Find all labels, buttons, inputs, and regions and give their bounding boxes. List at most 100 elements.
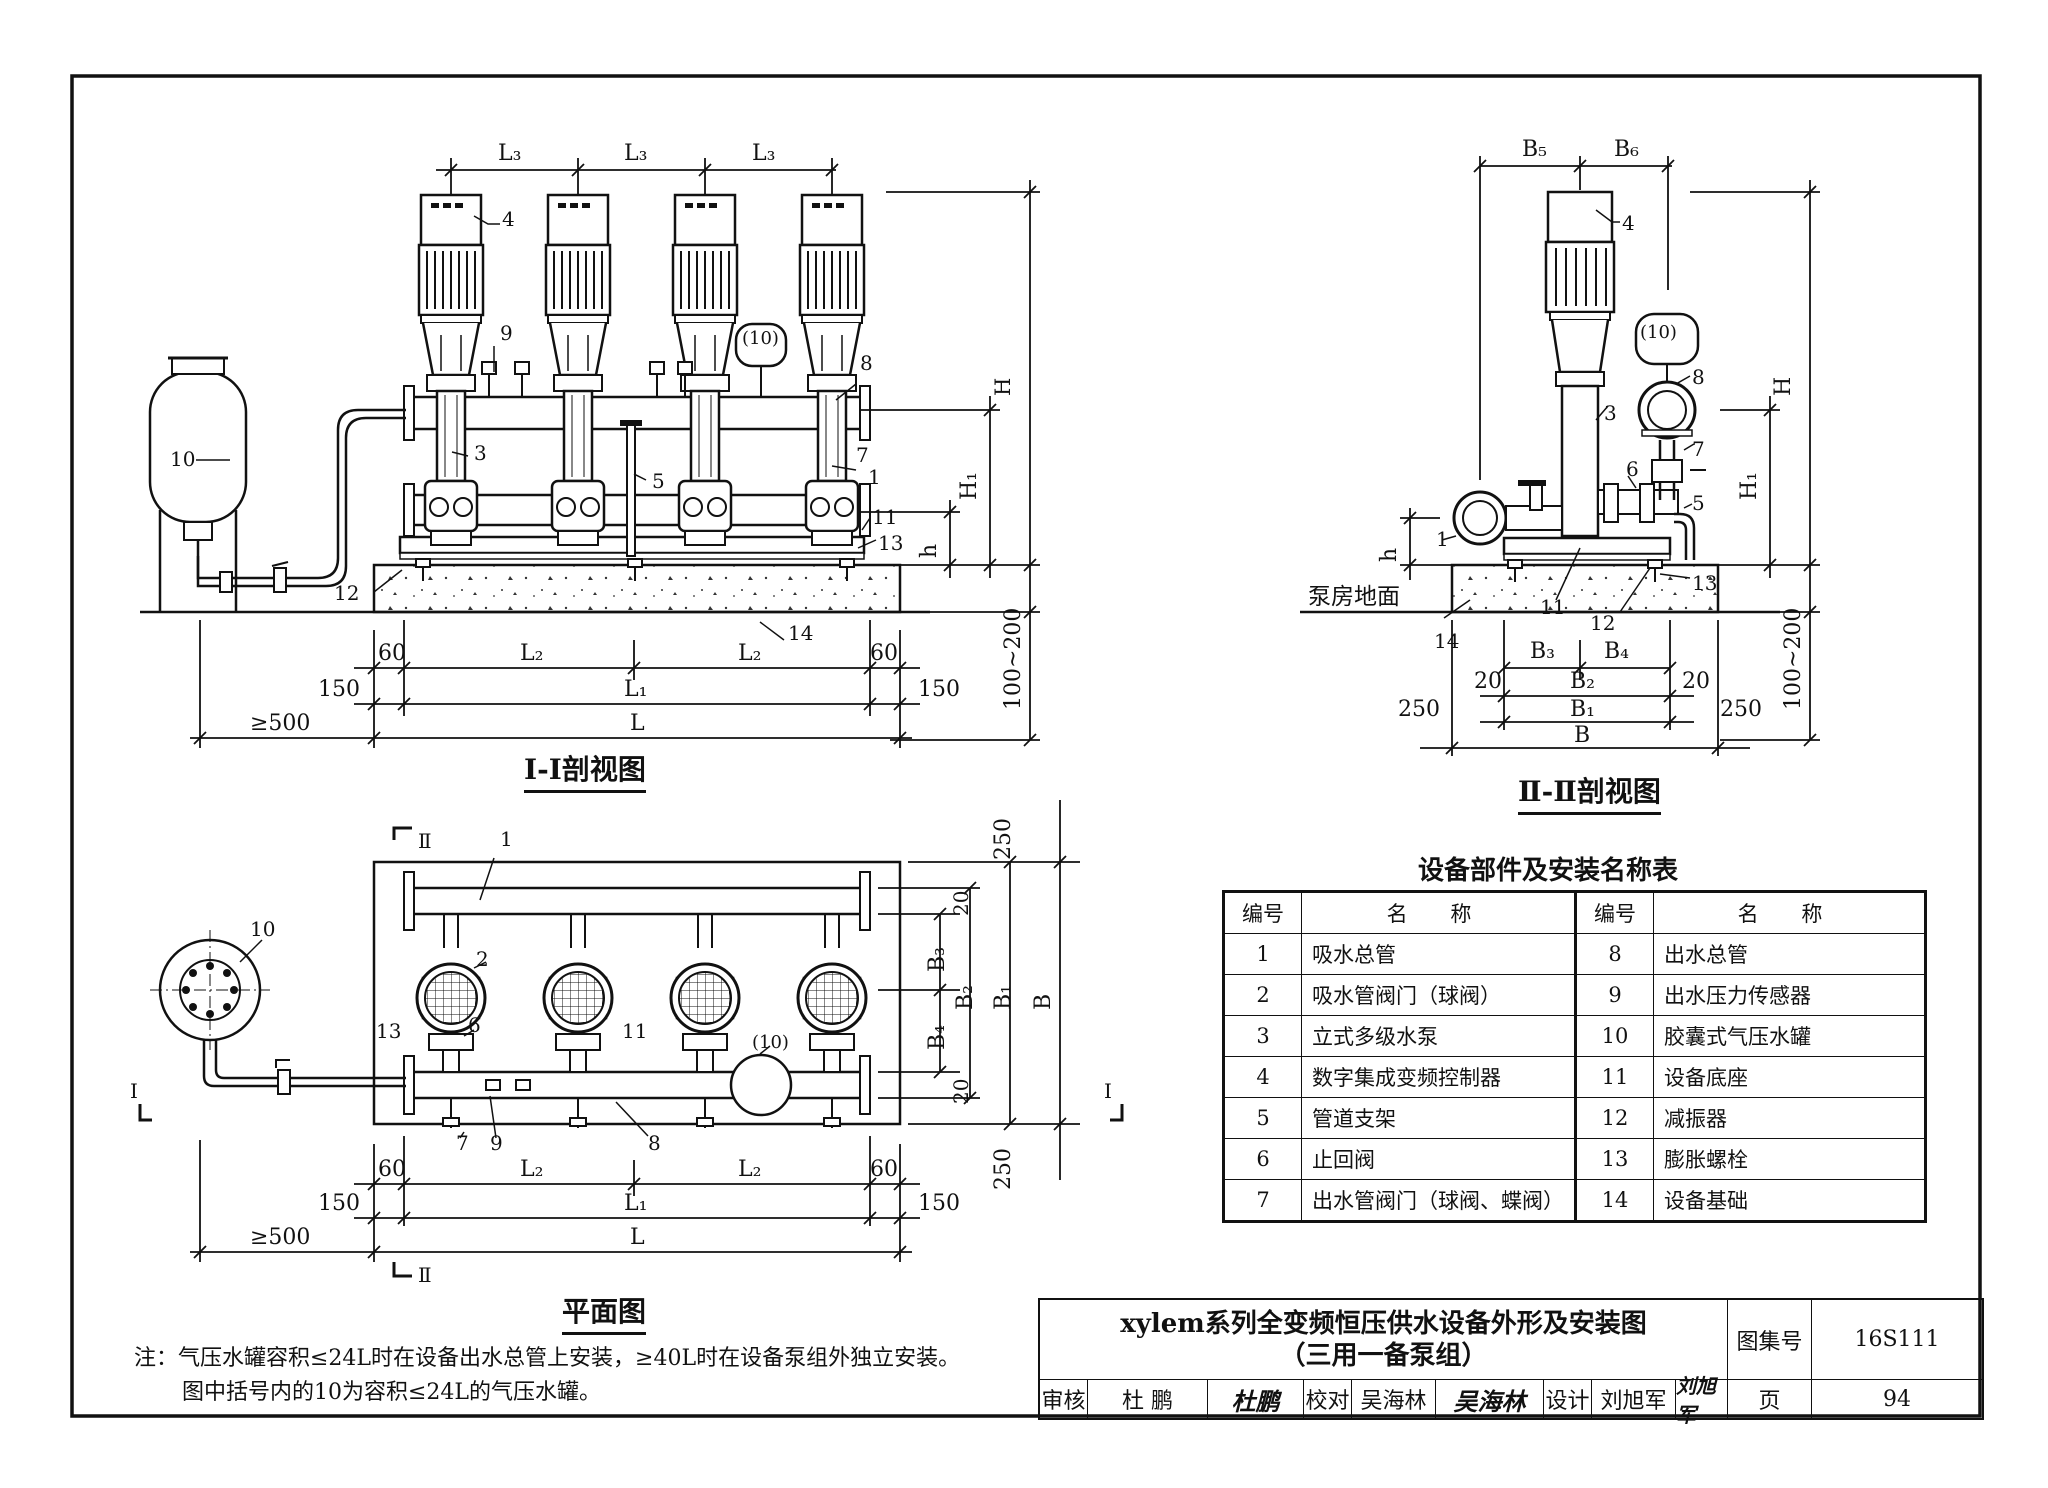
cell-name: 出水压力传感器 — [1653, 974, 1926, 1016]
section-mark-1-right: Ⅰ — [1104, 1079, 1112, 1103]
cell-no: 7 — [1223, 1179, 1302, 1222]
dim-500: ≥500 — [250, 711, 310, 736]
dim-B4-plan: B₄ — [925, 1025, 950, 1050]
dim-H: H — [991, 378, 1015, 396]
design-label: 设计 — [1544, 1380, 1592, 1420]
callout-5: 5 — [652, 469, 665, 493]
callout-5-sec2: 5 — [1692, 491, 1705, 515]
page-no: 94 — [1812, 1380, 1984, 1420]
dim-B6: B₆ — [1614, 137, 1639, 162]
callout-7: 7 — [856, 443, 869, 467]
parts-table-header: 编号 名 称 编号 名 称 — [1223, 891, 1926, 934]
callout-4: 4 — [502, 207, 515, 231]
callout-4-sec2: 4 — [1622, 211, 1635, 235]
dim-150-left: 150 — [318, 677, 360, 702]
dim-250-top-plan: 250 — [991, 818, 1016, 860]
dim-B3: B₃ — [1530, 639, 1555, 664]
dim-B: B — [1574, 723, 1590, 748]
callout-1-plan: 1 — [500, 827, 513, 851]
callout-11-sec2: 11 — [1540, 595, 1565, 619]
dim-L: L — [630, 711, 645, 736]
callout-13-sec2: 13 — [1692, 571, 1717, 595]
atlas-label: 图集号 — [1728, 1300, 1812, 1380]
cell-name: 出水管阀门（球阀、蝶阀） — [1301, 1179, 1576, 1222]
callout-6-plan: 6 — [468, 1013, 481, 1037]
dim-B3-plan: B₃ — [925, 947, 950, 972]
cell-name: 减振器 — [1653, 1097, 1926, 1139]
dim-L-plan: L — [630, 1225, 645, 1250]
dim-150-right: 150 — [918, 677, 960, 702]
check-label: 校对 — [1304, 1380, 1352, 1420]
cell-no: 1 — [1223, 933, 1302, 975]
callout-8-plan: 8 — [648, 1131, 661, 1155]
cell-name: 止回阀 — [1301, 1138, 1576, 1180]
plan-title: 平面图 — [562, 1290, 647, 1335]
dim-B2: B₂ — [1570, 669, 1595, 694]
dim-100-200-sec2: 100~200 — [1781, 608, 1806, 710]
reviewer-name: 杜 鹏 — [1088, 1380, 1208, 1420]
cell-no: 2 — [1223, 974, 1302, 1016]
note-line-1: 注：气压水罐容积≤24L时在设备出水总管上安装，≥40L时在设备泵组外独立安装。 — [134, 1346, 961, 1371]
callout-8-sec2: 8 — [1692, 365, 1705, 389]
checker-name: 吴海林 — [1352, 1380, 1436, 1420]
dim-60-left-plan: 60 — [378, 1157, 406, 1182]
dim-L2-left-plan: L₂ — [520, 1157, 543, 1182]
dim-20-bottom-plan: 20 — [949, 1079, 973, 1104]
dim-B4: B₄ — [1604, 639, 1629, 664]
dim-150-left-plan: 150 — [318, 1191, 360, 1216]
dim-60-right: 60 — [870, 641, 898, 666]
checker-signature: 吴海林 — [1436, 1380, 1544, 1420]
drawing-title-line2: （三用一备泵组） — [1279, 1340, 1488, 1371]
cell-name: 设备底座 — [1653, 1056, 1926, 1098]
dim-L3-3: L₃ — [752, 141, 775, 166]
dim-h-sec2: h — [1377, 548, 1402, 562]
cell-no: 14 — [1574, 1179, 1654, 1222]
callout-12-sec2: 12 — [1590, 611, 1615, 635]
callout-3-sec2: 3 — [1604, 401, 1617, 425]
dim-250-left-sec2: 250 — [1398, 697, 1440, 722]
section-2-view: B₅ B₆ H H₁ h 100~200 B₃ B₄ B₂ B₁ B 20 20… — [1300, 137, 1820, 756]
dim-150-right-plan: 150 — [918, 1191, 960, 1216]
section-1-title: Ⅰ-Ⅰ剖视图 — [524, 748, 646, 793]
drawing-title: xylem系列全变频恒压供水设备外形及安装图 （三用一备泵组） — [1040, 1300, 1728, 1380]
dim-20-left: 20 — [1474, 669, 1502, 694]
designer-name: 刘旭军 — [1592, 1380, 1676, 1420]
designer-signature: 刘旭军 — [1676, 1374, 1728, 1427]
callout-14-sec2: 14 — [1434, 629, 1459, 653]
dim-L1-plan: L₁ — [624, 1191, 647, 1216]
callout-7-sec2: 7 — [1692, 437, 1705, 461]
cell-no: 11 — [1574, 1056, 1654, 1098]
callout-3: 3 — [474, 441, 487, 465]
callout-7-plan: 7 — [456, 1131, 469, 1155]
header-name-right: 名 称 — [1653, 891, 1926, 934]
cell-no: 8 — [1574, 933, 1654, 975]
cell-name: 吸水总管 — [1301, 933, 1576, 975]
callout-8: 8 — [860, 351, 873, 375]
reviewer-signature: 杜鹏 — [1208, 1380, 1304, 1420]
callout-9-plan: 9 — [490, 1131, 503, 1155]
cell-name: 设备基础 — [1653, 1179, 1926, 1222]
cell-no: 9 — [1574, 974, 1654, 1016]
dim-250-bottom-plan: 250 — [991, 1148, 1016, 1190]
dim-250-right-sec2: 250 — [1720, 697, 1762, 722]
section-2-title: Ⅱ-Ⅱ剖视图 — [1518, 770, 1661, 815]
dim-60-right-plan: 60 — [870, 1157, 898, 1182]
cell-name: 膨胀螺栓 — [1653, 1138, 1926, 1180]
dim-B5: B₅ — [1522, 137, 1547, 162]
dim-L3-1: L₃ — [498, 141, 521, 166]
cell-name: 胶囊式气压水罐 — [1653, 1015, 1926, 1057]
dim-L2-left: L₂ — [520, 641, 543, 666]
dim-H1: H₁ — [957, 472, 982, 500]
callout-2-plan: 2 — [476, 947, 489, 971]
title-block: xylem系列全变频恒压供水设备外形及安装图 （三用一备泵组） 图集号 16S1… — [1038, 1298, 1984, 1427]
cell-no: 6 — [1223, 1138, 1302, 1180]
dim-L2-right-plan: L₂ — [738, 1157, 761, 1182]
callout-13: 13 — [878, 531, 903, 555]
dim-B-plan: B — [1031, 994, 1056, 1010]
